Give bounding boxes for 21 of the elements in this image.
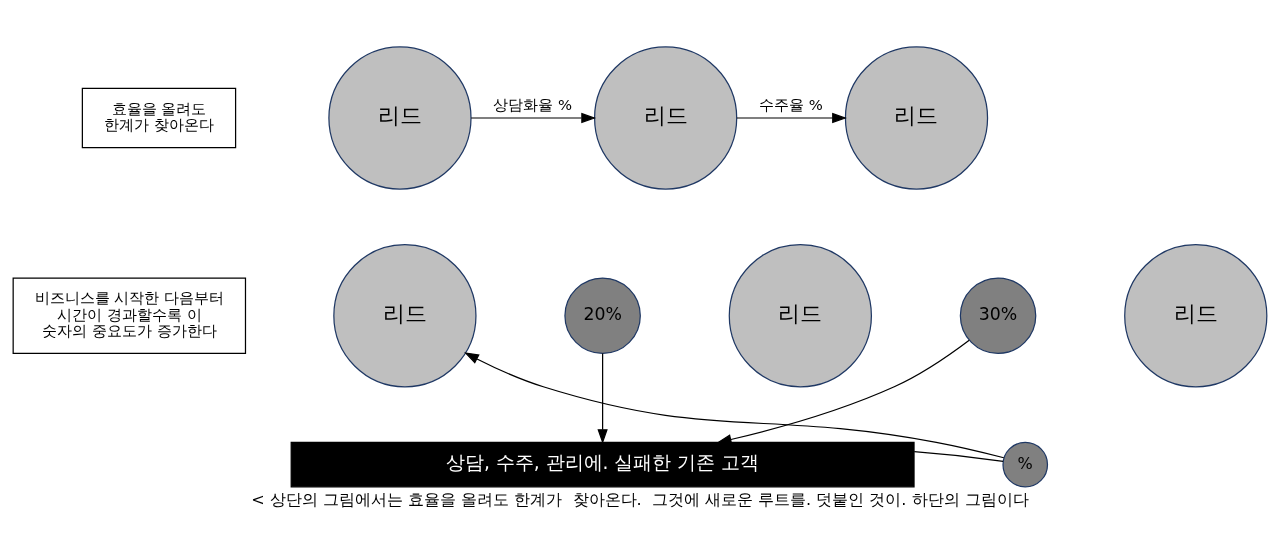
arrow bbox=[464, 351, 1005, 458]
edge-label: 상담화율 % bbox=[493, 95, 573, 113]
arrow bbox=[597, 352, 608, 444]
node-box: 상담, 수주, 관리에. 실패한 기존 고객 bbox=[290, 441, 915, 487]
node-circle: % bbox=[1002, 441, 1049, 487]
connector bbox=[913, 450, 1004, 462]
node-circle: 30% bbox=[959, 276, 1037, 354]
caption: < 상단의 그림에서는 효율을 올려도 한계가 찾아온다. 그것에 새로운 루트를. 덧붙인 것이. 하단의 그림이다 bbox=[251, 489, 1029, 509]
node-circle: 리드 bbox=[333, 243, 477, 387]
node-box: 비즈니스를 시작한 다음부터 시간이 경과할수록 이 숫자의 중요도가 증가한다 bbox=[12, 276, 247, 354]
arrow bbox=[470, 112, 597, 123]
node-box: 효율을 올려도 한계가 찾아온다 bbox=[81, 87, 237, 148]
node-circle: 리드 bbox=[328, 45, 472, 190]
edge-label: 수주율 % bbox=[759, 95, 823, 113]
arrow bbox=[716, 339, 970, 444]
node-circle: 20% bbox=[564, 276, 641, 354]
node-circle: 리드 bbox=[593, 45, 738, 190]
arrow bbox=[736, 112, 847, 123]
node-circle: 리드 bbox=[844, 45, 989, 190]
node-circle: 리드 bbox=[1124, 243, 1268, 387]
node-circle: 리드 bbox=[728, 243, 872, 387]
